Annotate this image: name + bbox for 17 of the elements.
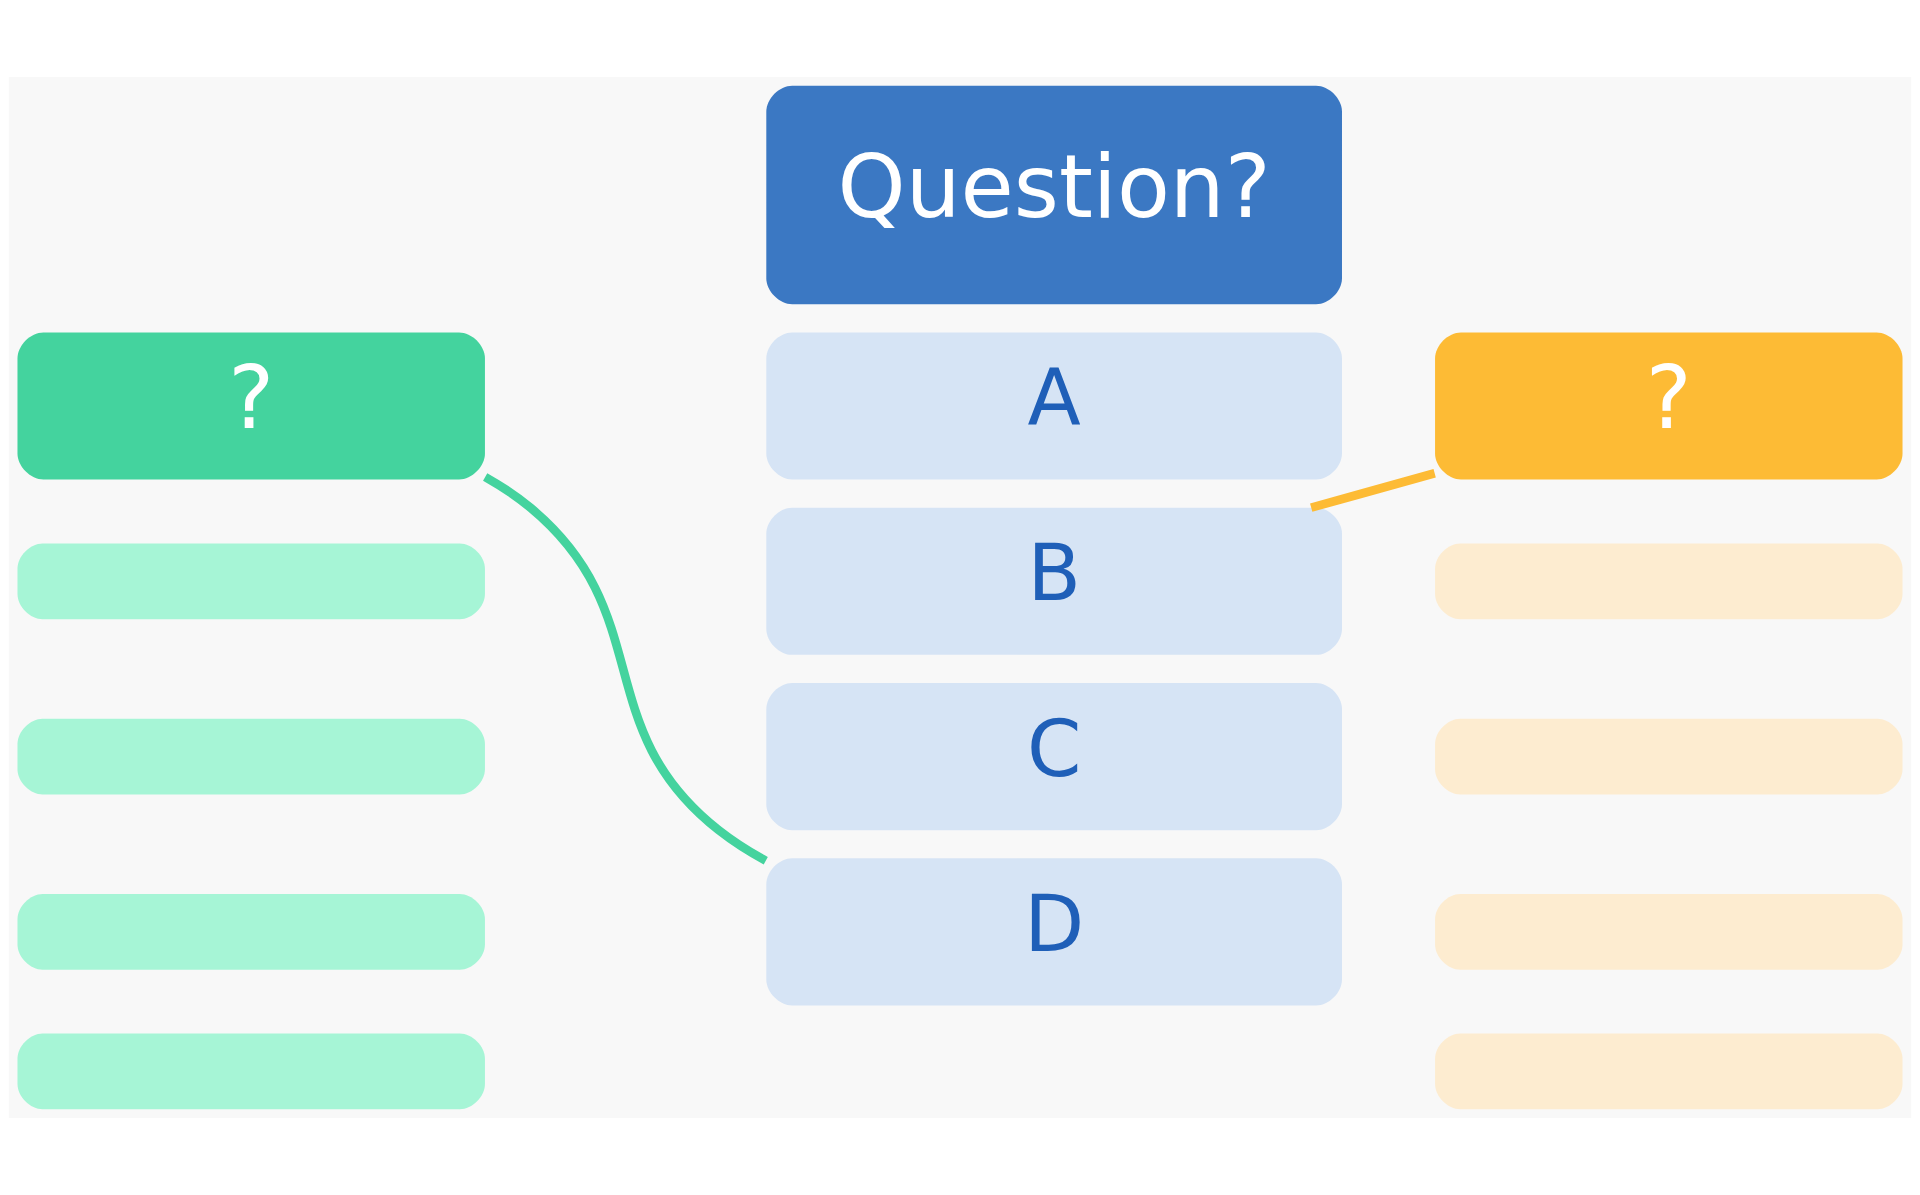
connector: [1310, 469, 1436, 512]
node-box: B: [766, 507, 1342, 655]
node-bar: [17, 1033, 485, 1110]
node-box: ?: [1435, 332, 1903, 480]
connector: [483, 473, 768, 865]
node-bar: [17, 543, 485, 620]
node-bar: [17, 718, 485, 795]
node-box: D: [766, 858, 1342, 1006]
node-bar: [1435, 1033, 1903, 1110]
node-bar: [1435, 718, 1903, 795]
node-bar: [17, 894, 485, 970]
node-box: Question?: [766, 85, 1342, 305]
node-box: C: [766, 683, 1342, 831]
node-box: ?: [17, 332, 485, 480]
node-box: A: [766, 332, 1342, 480]
node-bar: [1435, 894, 1903, 970]
node-bar: [1435, 543, 1903, 620]
